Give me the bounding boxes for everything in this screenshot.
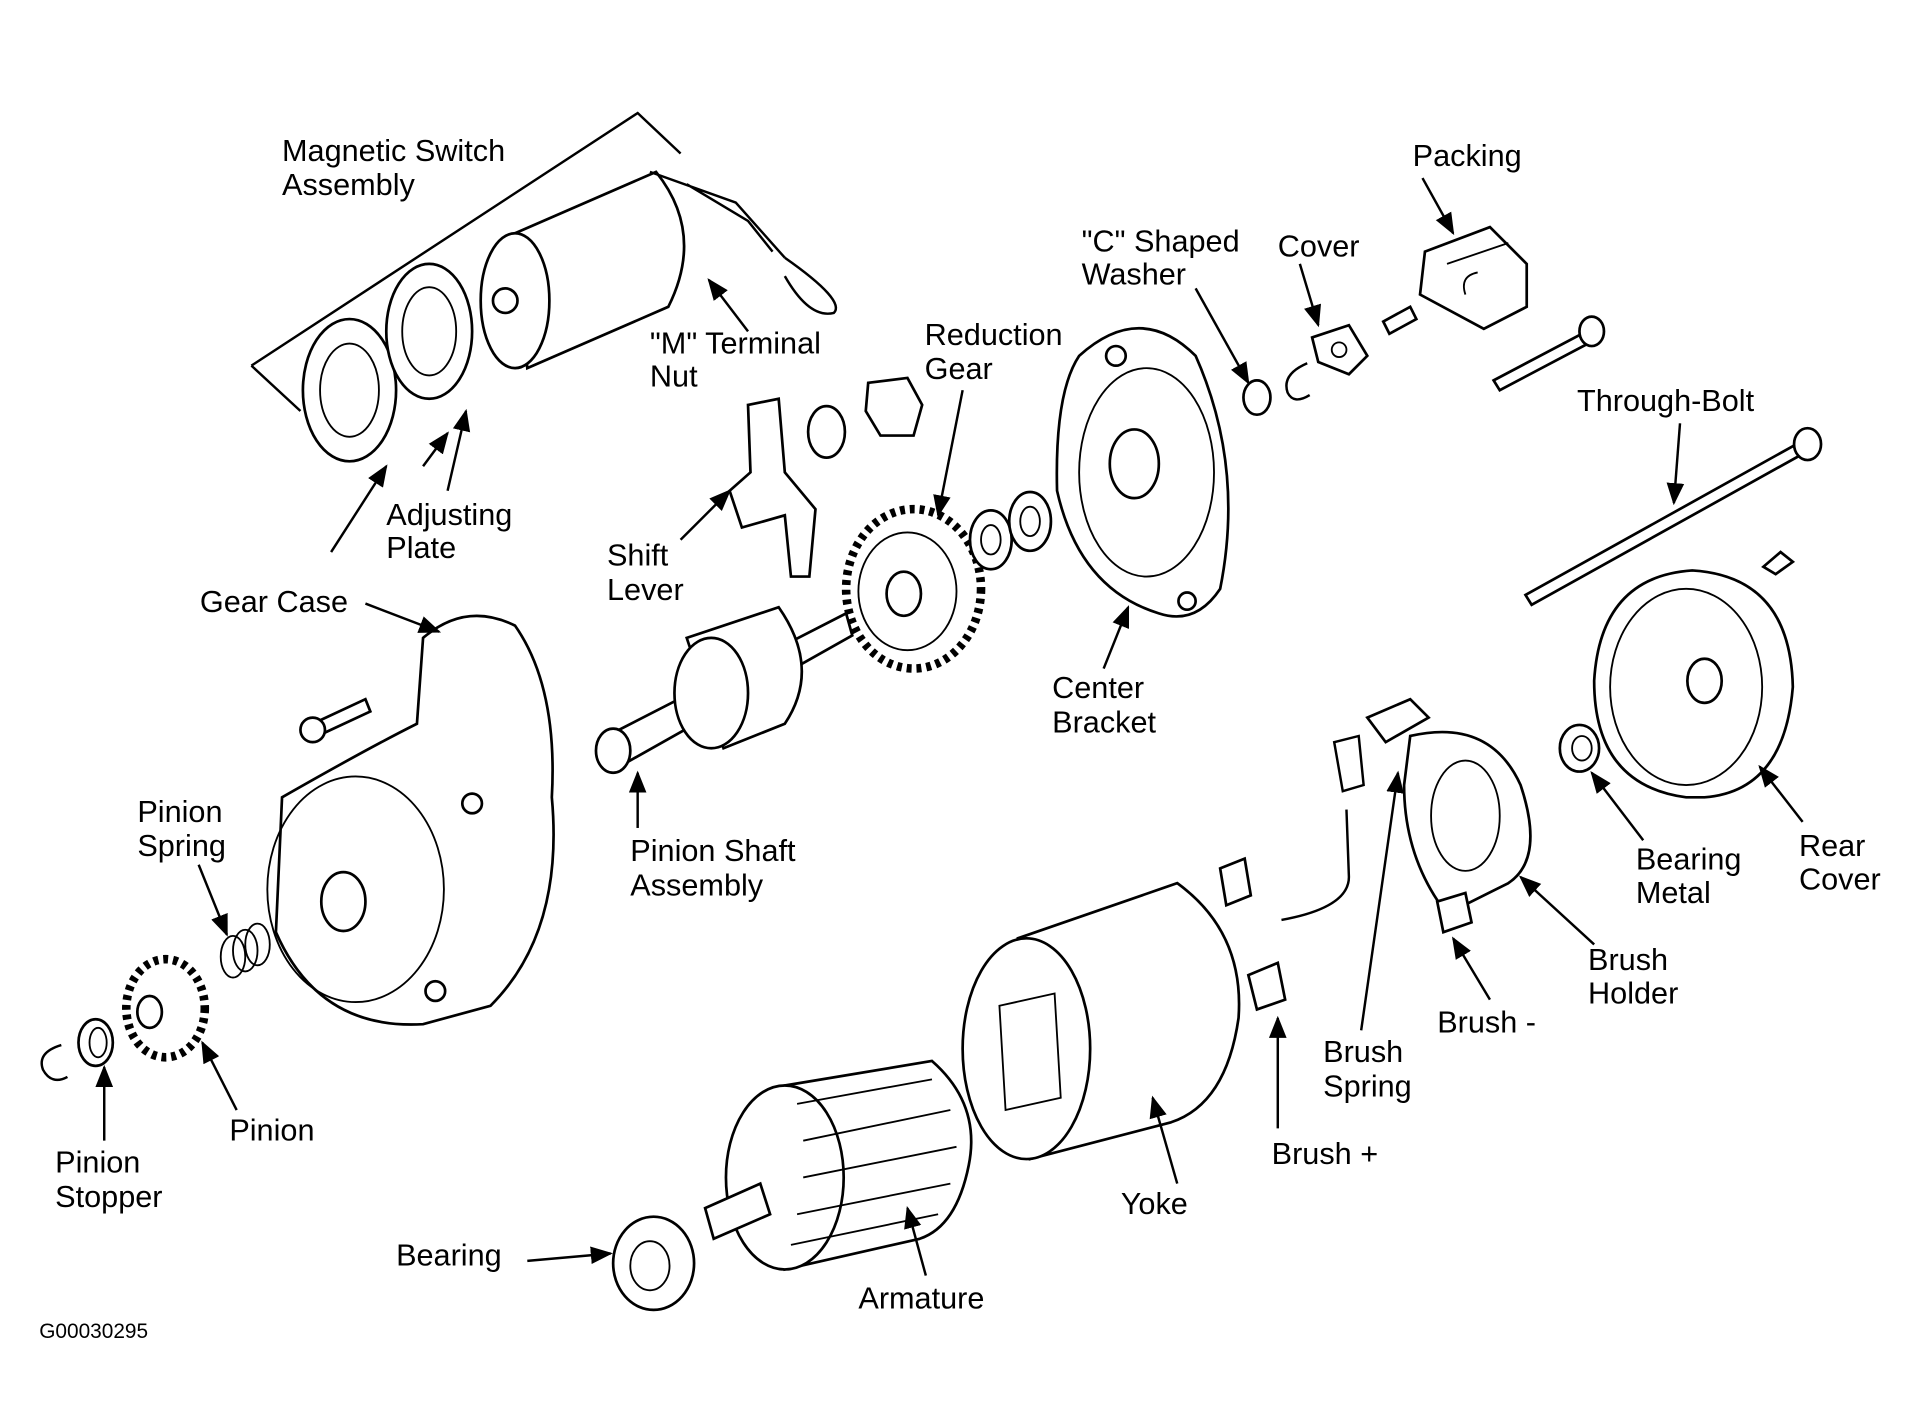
label-gear-case: Gear Case (200, 585, 348, 619)
pinion-shaft-assembly (594, 605, 854, 775)
adjusting-plates (301, 262, 474, 463)
armature (703, 1059, 973, 1272)
rear-cover (1592, 569, 1795, 799)
screw (1381, 304, 1419, 336)
small-screw (1761, 550, 1796, 576)
label-pinion: Pinion (229, 1114, 314, 1148)
c-shaped-washer (1242, 379, 1272, 417)
label-armature: Armature (858, 1282, 984, 1316)
snap-ring (40, 1043, 69, 1082)
gear-case-screw (299, 697, 373, 744)
label-bearing: Bearing (396, 1239, 502, 1273)
label-brush-plus: Brush + (1272, 1137, 1378, 1171)
label-brush-minus: Brush - (1437, 1006, 1536, 1040)
label-yoke: Yoke (1121, 1187, 1188, 1221)
leader-lines (95, 177, 1804, 1276)
label-packing: Packing (1413, 139, 1522, 173)
brush-minus (1435, 891, 1474, 934)
center-bracket (1055, 327, 1230, 618)
brush-plus-lead (1218, 734, 1365, 1012)
yoke (961, 881, 1241, 1161)
pinion-spring (219, 922, 271, 979)
reduction-gear (841, 504, 986, 673)
gear-case (266, 614, 555, 1026)
c-clip (1285, 362, 1311, 401)
brush-holder (1365, 697, 1532, 916)
bearing (611, 1215, 696, 1312)
bearing-metal (1558, 723, 1601, 773)
pinion (122, 954, 210, 1062)
packing (1418, 225, 1529, 331)
o-ring (806, 404, 847, 459)
label-through-bolt: Through-Bolt (1577, 384, 1755, 418)
through-bolt (1523, 426, 1823, 607)
washers (968, 490, 1053, 571)
pinion-stopper (77, 1017, 115, 1068)
shift-lever (728, 397, 817, 578)
figure-id: G00030295 (39, 1320, 148, 1343)
bolt (1491, 315, 1606, 392)
magnetic-switch-assembly (250, 111, 838, 412)
label-cover: Cover (1278, 230, 1360, 264)
cover (1310, 323, 1370, 376)
plunger-block (864, 376, 924, 437)
